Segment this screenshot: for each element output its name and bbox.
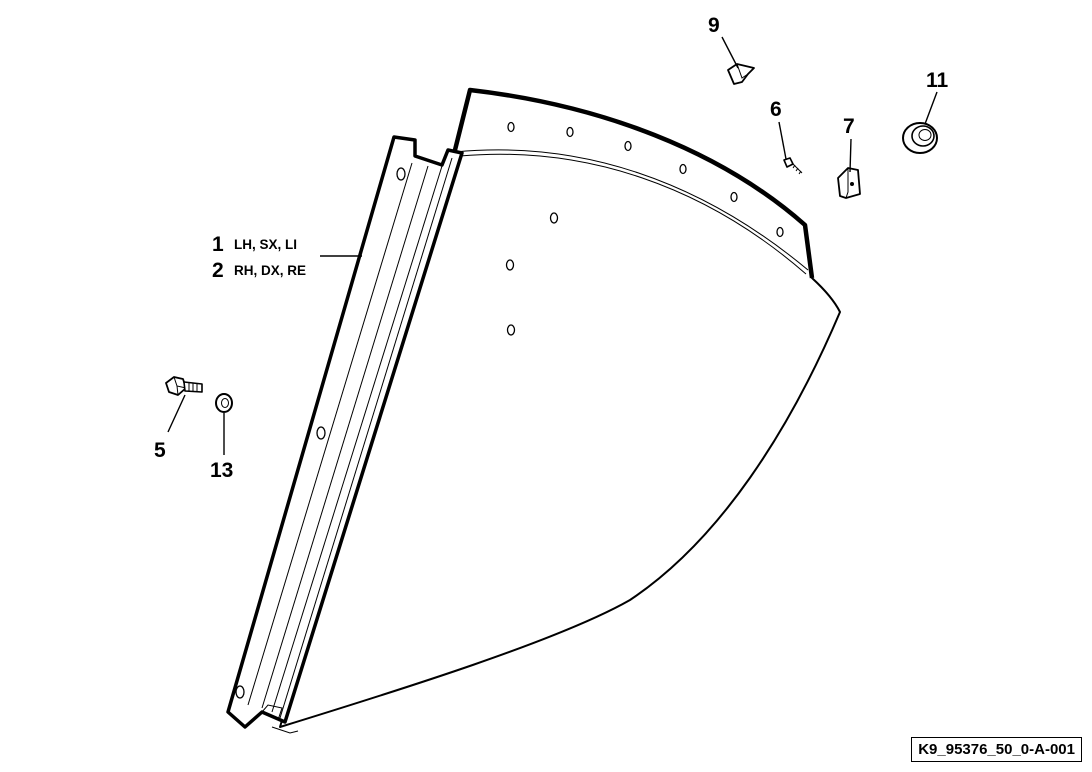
leader-line-7 [849,138,852,173]
rail-bottom-bracket [261,704,283,721]
rail-bottom-tab [271,726,299,734]
rail-edge [261,165,429,709]
panel-face-hole [506,324,516,336]
flange-hole [679,163,687,175]
bolt-head-facets [173,376,187,396]
screw-part [783,157,803,175]
screw-head [783,157,794,168]
rail-edge [279,157,453,719]
callout-1: 1 [212,233,224,256]
callout-2-side: RH, DX, RE [234,263,306,278]
leader-line-11 [924,91,938,125]
screw-thread [792,164,802,175]
grommet-part [902,122,938,154]
main-panel [279,87,841,728]
side-rail-body [226,135,464,729]
bracket-body [837,167,861,199]
leader-line-9 [721,36,739,69]
leader-line-5 [167,394,186,433]
callout-9: 9 [708,14,720,37]
clip-fold [736,63,749,79]
flange-hole [566,126,574,138]
bolt-part [165,376,203,396]
rail-hole [235,685,245,699]
drawing-code-label: K9_95376_50_0-A-001 [911,737,1082,762]
panel-flange-line [454,149,809,271]
leader-line-6 [778,121,787,160]
panel-corner-edge [811,277,841,313]
callout-2: 2 [212,259,224,282]
callout-11: 11 [926,69,949,92]
washer-part [215,393,233,413]
bracket-hole [850,182,854,186]
callout-labels: 9 6 7 11 1 LH, SX, LI 2 RH, DX, RE 5 13 [154,14,949,482]
panel-flange-line-2 [459,153,807,275]
leader-lines [167,36,938,455]
flange-hole [624,140,632,152]
callout-5: 5 [154,439,166,462]
bolt-head [165,376,187,396]
clip-part [727,63,755,85]
callout-6: 6 [770,98,782,121]
bolt-thread [188,383,198,392]
flange-hole [507,121,515,133]
callout-7: 7 [843,115,855,138]
rail-hole [316,426,326,440]
rail-hole [396,167,406,181]
callout-1-side: LH, SX, LI [234,237,297,252]
rail-edge [247,162,413,706]
flange-hole [776,226,784,238]
flange-hole [730,191,738,203]
washer-hole [221,398,229,408]
panel-face-hole [505,259,515,271]
callout-13: 13 [210,459,233,482]
panel-top-rim [452,87,815,279]
grommet-bore [918,129,932,141]
washer-outer [215,393,233,413]
panel-face-hole [549,212,559,224]
rail-edge [271,165,443,713]
bracket-fold [845,168,849,199]
side-rail [226,135,464,734]
bracket-part [837,167,861,199]
